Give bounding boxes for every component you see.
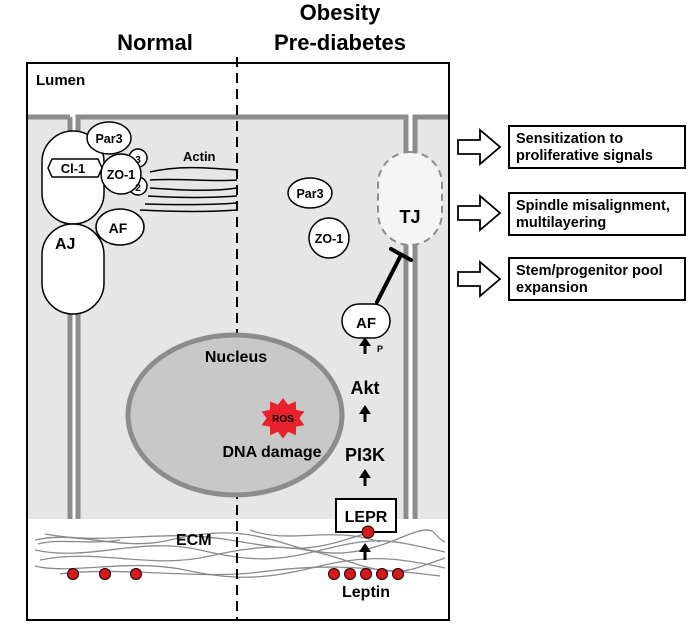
af-label-obesity: AF <box>356 315 376 332</box>
node-3-label: 3 <box>135 155 141 166</box>
af-node-normal <box>95 208 145 246</box>
outcome-3-line2: expansion <box>516 280 588 296</box>
leptin-label: Leptin <box>342 584 390 601</box>
outcome-3-line1: Stem/progenitor pool <box>516 263 663 279</box>
outcome-arrows <box>457 128 502 298</box>
lumen-label: Lumen <box>36 72 85 89</box>
par3-node <box>86 121 132 155</box>
cl1-label: Cl-1 <box>61 161 86 176</box>
node-2-label: 2 <box>135 183 141 194</box>
af-node-obesity <box>341 303 391 339</box>
bound-leptin-dot <box>361 525 375 539</box>
tj-label: TJ <box>399 207 420 227</box>
cl1-node <box>47 158 103 178</box>
zo1-label-obesity: ZO-1 <box>315 232 344 246</box>
akt-label: Akt <box>350 378 379 398</box>
outcome-2-line1: Spindle misalignment, <box>516 198 670 214</box>
aj-label: AJ <box>55 236 75 253</box>
outcome-1-line2: proliferative signals <box>516 148 653 164</box>
outcome-2-line2: multilayering <box>516 215 607 231</box>
leptin-dots-obesity <box>328 568 404 580</box>
obesity-heading: Obesity <box>300 0 381 25</box>
outcome-box-2: Spindle misalignment, multilayering <box>508 192 686 236</box>
tj-dashed-oval <box>377 151 443 246</box>
ecm-label: ECM <box>176 532 212 549</box>
aj-oval <box>41 223 105 315</box>
signal-arrows <box>359 337 371 560</box>
actin-label: Actin <box>183 149 216 164</box>
outcome-box-1: Sensitization to proliferative signals <box>508 125 686 169</box>
par3-label-normal: Par3 <box>95 132 122 146</box>
nucleus-label: Nucleus <box>205 349 267 366</box>
actin-fibers <box>139 166 238 213</box>
dna-damage-label: DNA damage <box>223 444 322 461</box>
ros-label: ROS <box>272 414 294 425</box>
ros-star <box>261 398 305 439</box>
junction-complex-normal <box>41 121 148 315</box>
outcome-arrow-2 <box>457 194 502 232</box>
leptin-dots-normal <box>67 568 142 580</box>
zo1-node-normal <box>100 153 142 195</box>
outcome-arrow-1 <box>457 128 502 166</box>
pi3k-label: PI3K <box>345 445 385 465</box>
af-label-normal: AF <box>109 220 128 236</box>
par3-label-obesity: Par3 <box>296 187 323 201</box>
normal-heading: Normal <box>117 30 193 55</box>
outcome-1-line1: Sensitization to <box>516 131 624 147</box>
zo1-label-normal: ZO-1 <box>107 168 136 182</box>
par3-node-obesity <box>287 177 333 209</box>
lepr-label: LEPR <box>345 509 388 526</box>
zo1-node-obesity <box>308 217 350 259</box>
phospho-label: P <box>377 344 383 354</box>
outcome-box-3: Stem/progenitor pool expansion <box>508 257 686 301</box>
nucleus <box>125 332 345 498</box>
outcome-arrow-3 <box>457 260 502 298</box>
junction-components-obesity <box>287 177 391 339</box>
inhibition-arrow <box>375 247 413 304</box>
prediabetes-heading: Pre-diabetes <box>274 30 406 55</box>
